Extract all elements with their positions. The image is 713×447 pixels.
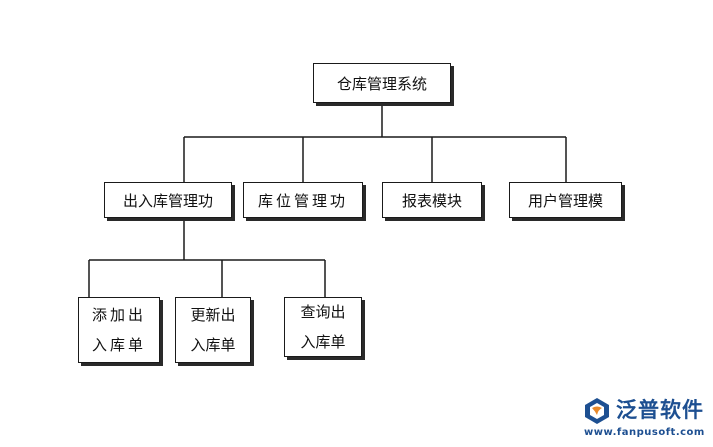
watermark-name: 泛普软件 [616, 398, 704, 422]
node-sub-update: 更新出 入库单 [175, 297, 251, 363]
node-sub-query: 查询出 入库单 [284, 297, 362, 357]
fanpu-logo-icon [585, 398, 609, 424]
node-module-location-label: 库位管理功 [257, 191, 348, 210]
node-module-inout: 出入库管理功 [104, 182, 232, 218]
node-sub-query-line1: 查询出 [300, 303, 346, 321]
node-root-label: 仓库管理系统 [336, 74, 427, 93]
node-sub-add-line2: 入库单 [91, 336, 146, 354]
watermark-url: www.fanpusoft.com [584, 427, 705, 438]
node-module-report-label: 报表模块 [401, 191, 462, 210]
node-module-user-label: 用户管理模 [527, 191, 603, 210]
node-module-inout-label: 出入库管理功 [122, 191, 213, 210]
node-sub-update-line1: 更新出 [190, 306, 236, 324]
node-sub-query-line2: 入库单 [300, 333, 346, 351]
node-sub-add-line1: 添加出 [91, 306, 146, 324]
watermark-logo: 泛普软件 www.fanpusoft.com [582, 394, 710, 444]
node-module-report: 报表模块 [382, 182, 482, 218]
node-sub-add: 添加出 入库单 [78, 297, 160, 363]
node-sub-update-line2: 入库单 [190, 336, 236, 354]
node-root: 仓库管理系统 [313, 63, 451, 103]
node-module-location: 库位管理功 [243, 182, 363, 218]
node-module-user: 用户管理模 [509, 182, 622, 218]
